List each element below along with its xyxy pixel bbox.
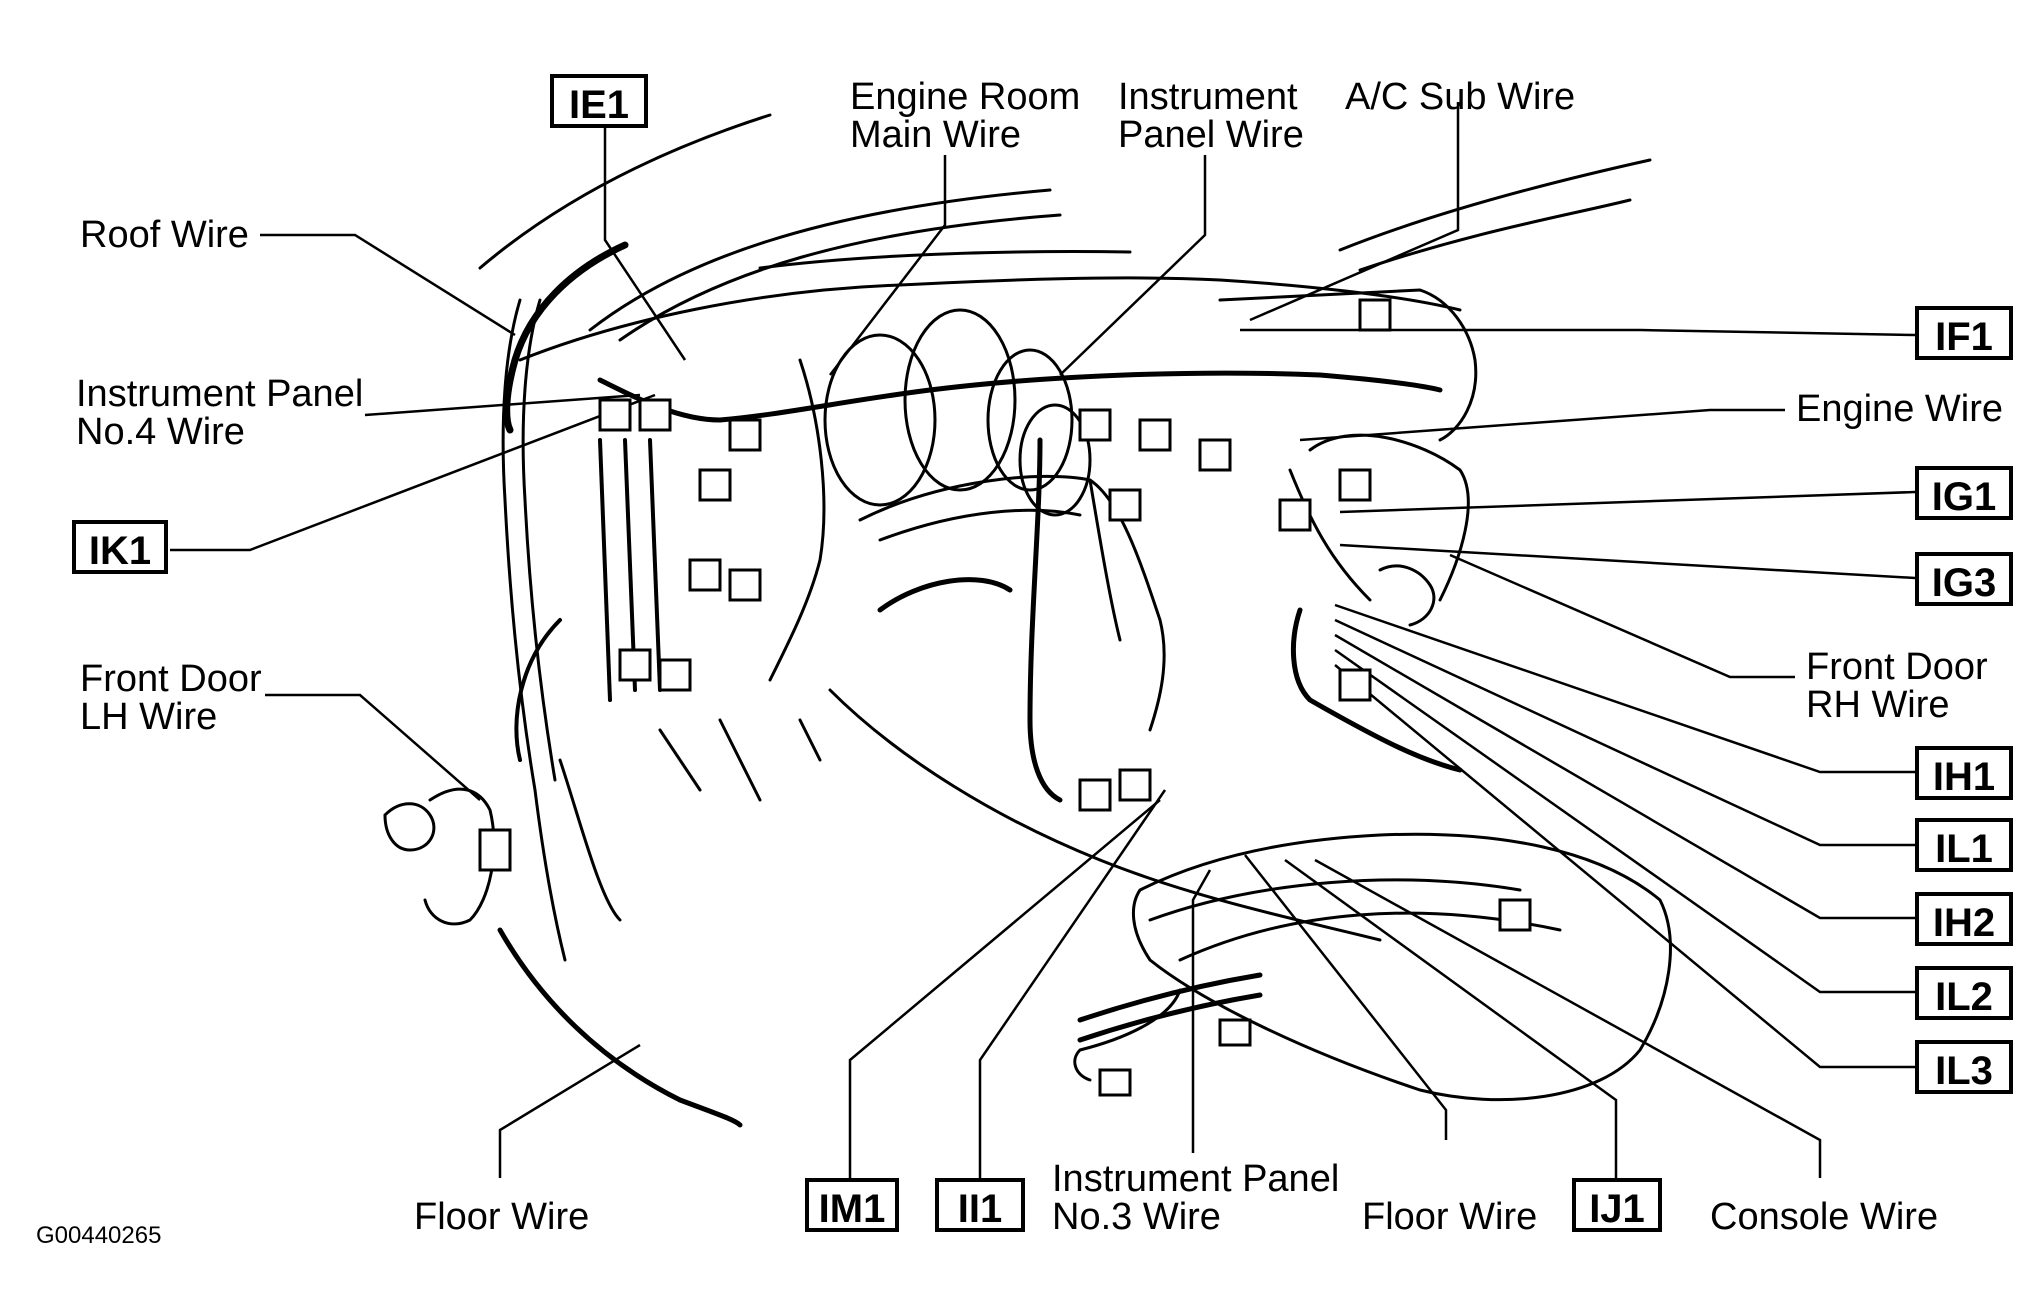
code-il3: IL3 xyxy=(1915,1040,2013,1094)
connectors xyxy=(478,298,1532,1097)
front-door-lh-wire-label: Front Door LH Wire xyxy=(80,658,262,738)
code-ig1: IG1 xyxy=(1915,466,2013,520)
code-if1: IF1 xyxy=(1915,306,2013,360)
ac-sub-wire-label: A/C Sub Wire xyxy=(1345,76,1576,118)
code-il1: IL1 xyxy=(1915,818,2013,872)
engine-wire-label: Engine Wire xyxy=(1796,388,2003,430)
instrument-panel-no3-wire-label: Instrument Panel No.3 Wire xyxy=(1052,1158,1340,1238)
code-ih1: IH1 xyxy=(1915,746,2013,800)
leader-lines xyxy=(170,102,1916,1178)
roof-wire-label: Roof Wire xyxy=(80,214,249,256)
dashboard-drawing xyxy=(383,113,1672,1128)
front-door-rh-wire-label: Front Door RH Wire xyxy=(1806,646,1988,726)
code-il2: IL2 xyxy=(1915,966,2013,1020)
figure-id: G00440265 xyxy=(36,1222,162,1249)
floor-wire-left-label: Floor Wire xyxy=(414,1196,590,1238)
code-ie1: IE1 xyxy=(550,74,648,128)
code-ih2: IH2 xyxy=(1915,892,2013,946)
code-ii1: II1 xyxy=(935,1178,1025,1232)
code-ig3: IG3 xyxy=(1915,552,2013,606)
instrument-panel-no4-wire-label: Instrument Panel No.4 Wire xyxy=(76,373,364,453)
floor-wire-right-label: Floor Wire xyxy=(1362,1196,1538,1238)
instrument-panel-wire-label: Instrument Panel Wire xyxy=(1118,76,1304,156)
engine-room-main-wire-label: Engine Room Main Wire xyxy=(850,76,1081,156)
code-im1: IM1 xyxy=(805,1178,899,1232)
code-ik1: IK1 xyxy=(72,520,168,574)
console-wire-label: Console Wire xyxy=(1710,1196,1939,1238)
code-ij1: IJ1 xyxy=(1572,1178,1662,1232)
